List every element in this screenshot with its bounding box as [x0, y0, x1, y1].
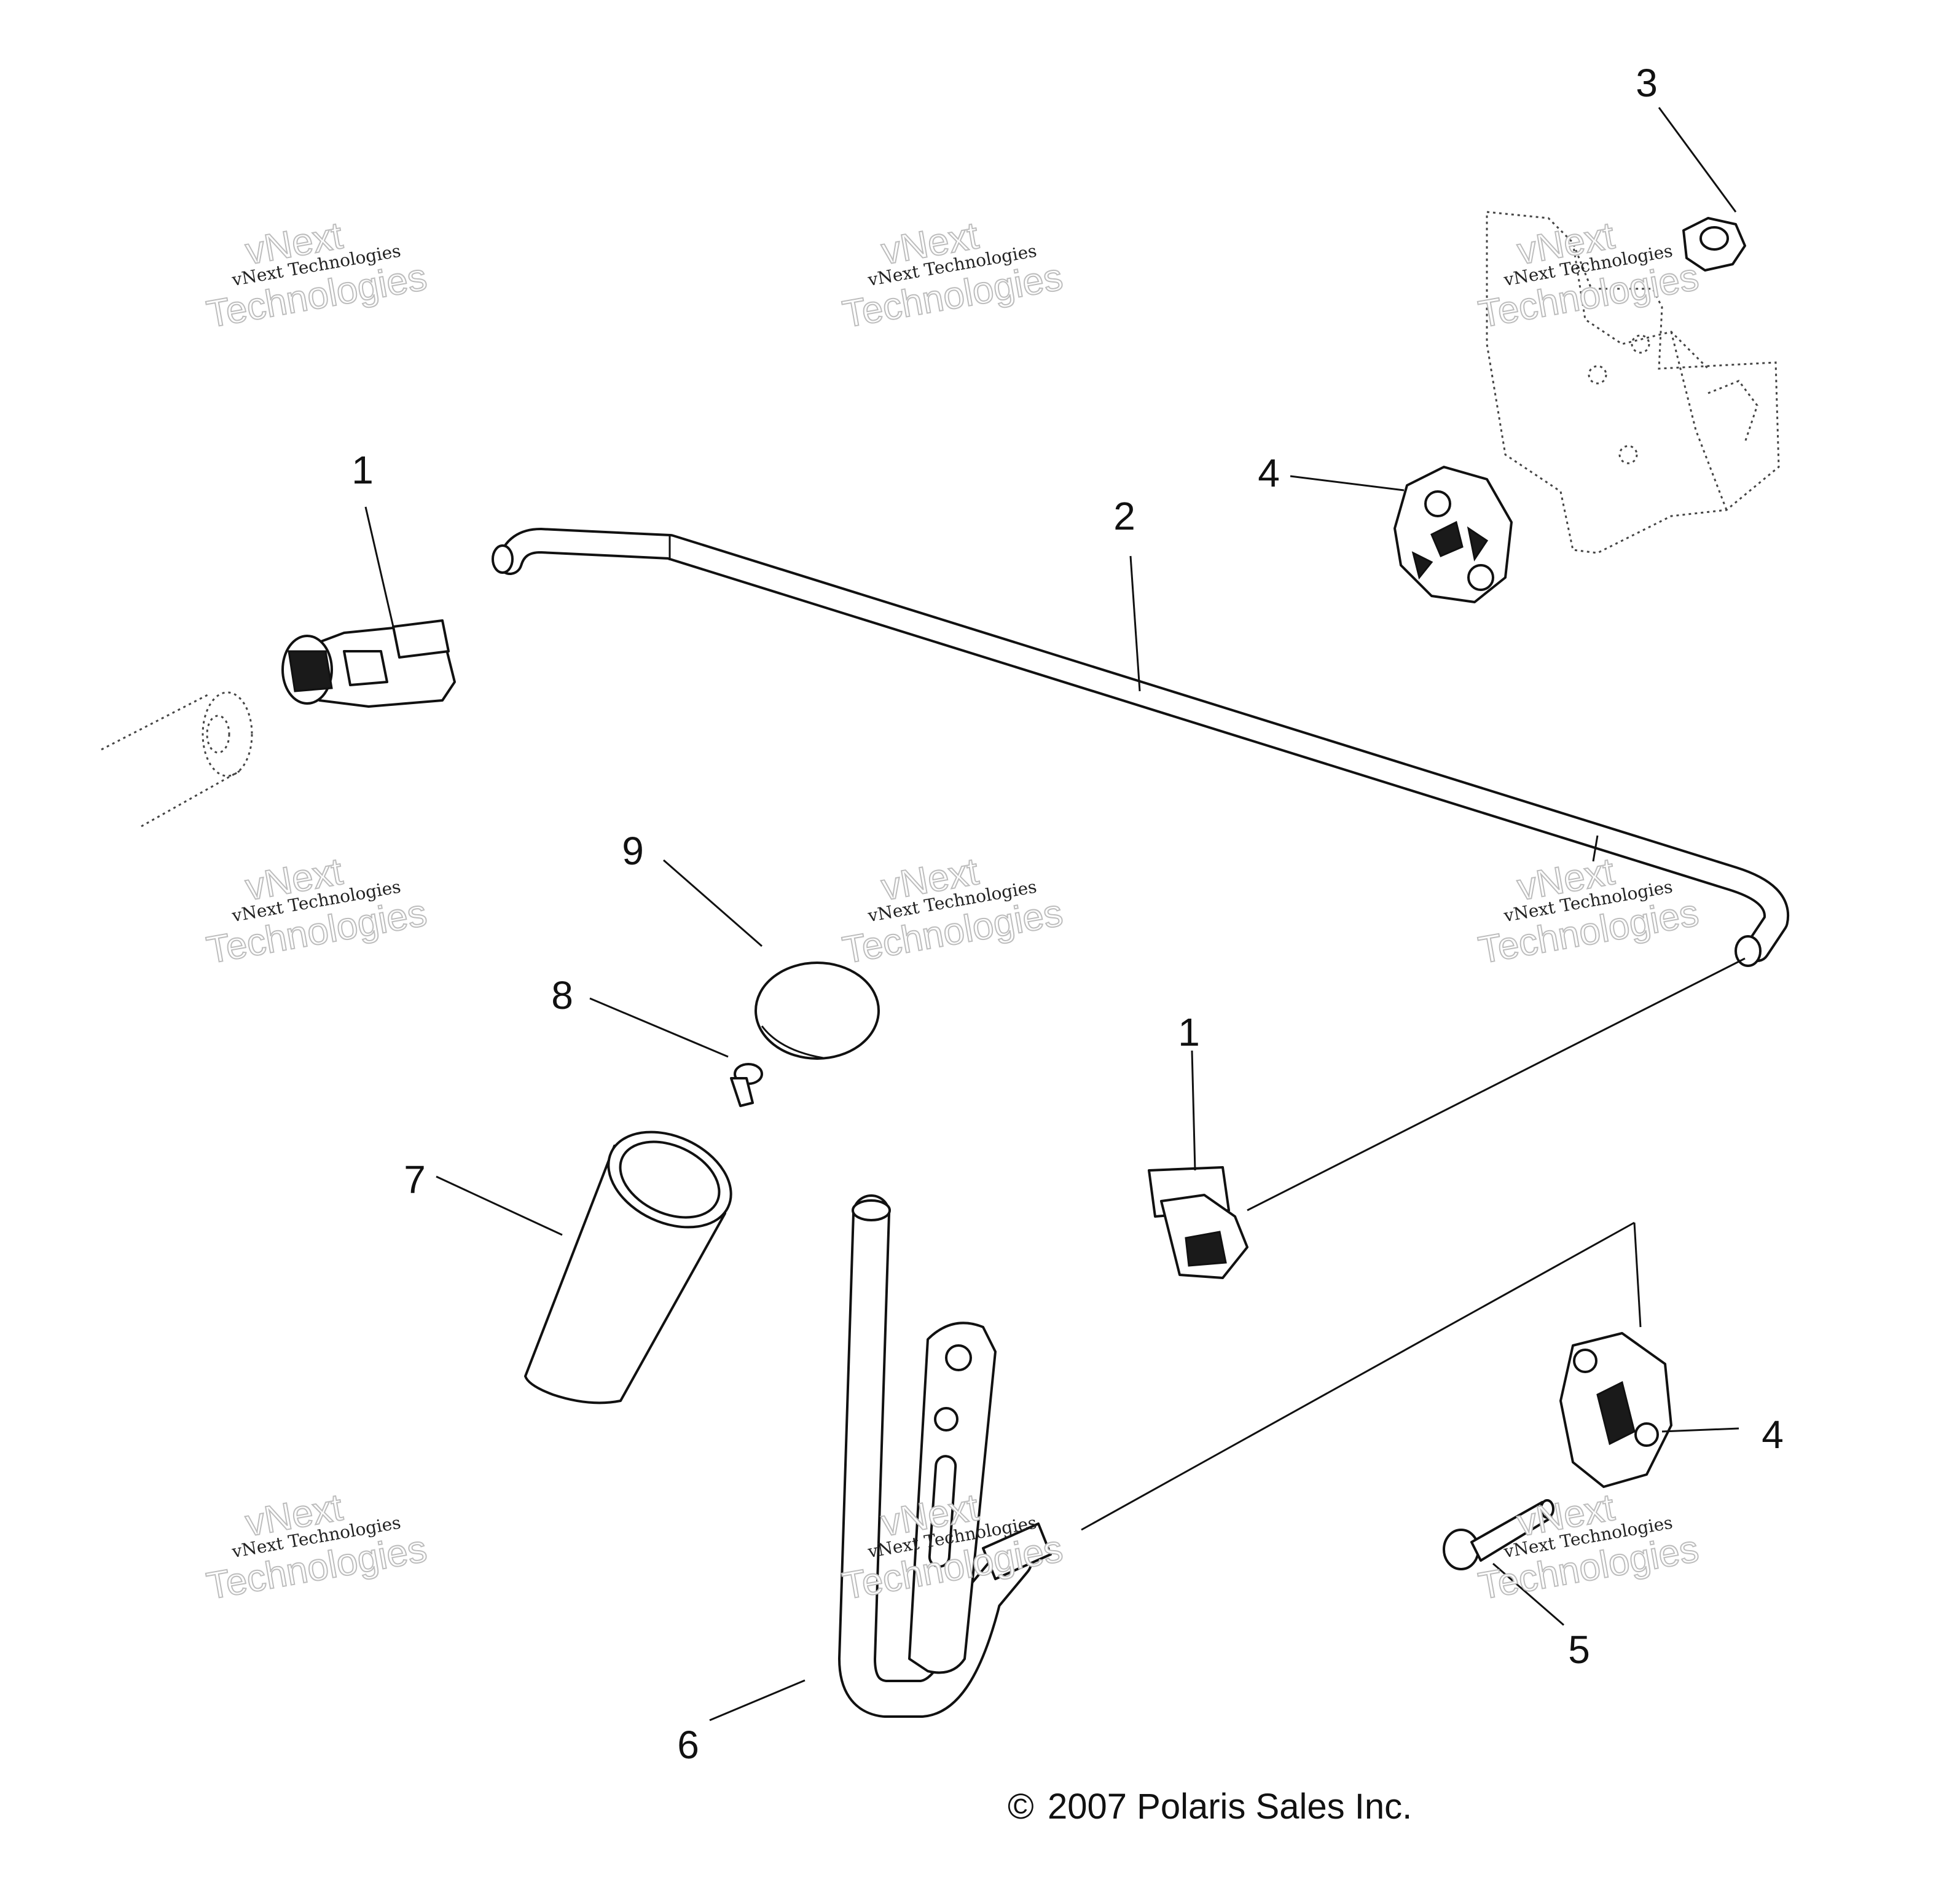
watermark-4: vNext vNext Technologies Technologies: [203, 850, 430, 973]
callout-6: 6: [677, 1723, 699, 1767]
callout-4-upper: 4: [1258, 451, 1280, 495]
callout-2: 2: [1113, 494, 1135, 538]
leader-4b-link: [1633, 1222, 1642, 1328]
leader-lines: [364, 107, 1746, 1722]
callout-3: 3: [1636, 61, 1658, 105]
callout-1-lower: 1: [1178, 1010, 1200, 1054]
leader-4a: [1290, 475, 1405, 492]
leader-7: [436, 1175, 563, 1236]
leader-5: [1492, 1562, 1564, 1626]
bushing-block-lower: [1559, 1332, 1672, 1488]
leader-lever-link: [1081, 1221, 1635, 1531]
watermark-1: vNext vNext Technologies Technologies: [203, 214, 430, 337]
leader-9: [663, 859, 762, 947]
callout-9: 9: [622, 829, 644, 873]
screw-small: [730, 1063, 763, 1107]
stabilizer-bar: [492, 528, 1790, 967]
callout-8: 8: [551, 973, 573, 1017]
copyright-text: 2007 Polaris Sales Inc.: [1048, 1787, 1412, 1827]
copyright-notice: © 2007 Polaris Sales Inc.: [1008, 1787, 1412, 1827]
watermark-3: vNext vNext Technologies Technologies: [1475, 214, 1702, 337]
leader-2: [1129, 555, 1141, 692]
bushing-link-lower: [1148, 1166, 1249, 1279]
callout-1-upper: 1: [351, 448, 374, 492]
copyright-symbol: ©: [1008, 1787, 1034, 1827]
watermark-7: vNext vNext Technologies Technologies: [203, 1486, 430, 1608]
grip-sleeve: [524, 1130, 732, 1404]
leader-3: [1658, 107, 1737, 213]
bushing-block-upper: [1394, 466, 1513, 603]
leader-6: [709, 1679, 806, 1722]
watermark-2: vNext vNext Technologies Technologies: [839, 214, 1066, 337]
leader-8: [589, 997, 729, 1058]
callout-4-lower: 4: [1762, 1412, 1784, 1457]
bolt: [1443, 1499, 1554, 1570]
leader-1b-link: [1247, 957, 1746, 1212]
frame-tube-ghost: [101, 691, 253, 828]
callout-7: 7: [404, 1157, 426, 1202]
callout-labels: 1 2 3 4 9 8 7 1 4 5 6: [351, 61, 1784, 1767]
leader-4b: [1661, 1427, 1739, 1433]
flange-nut: [1682, 217, 1746, 272]
leader-1b: [1191, 1050, 1196, 1171]
leader-1a: [364, 506, 394, 627]
bushing-link-upper: [281, 619, 456, 708]
shift-lever: [838, 1194, 1052, 1718]
plug-cap: [755, 962, 880, 1060]
callout-5: 5: [1568, 1628, 1590, 1672]
mounting-bracket-ghost: [1486, 211, 1780, 554]
watermark-5: vNext vNext Technologies Technologies: [839, 850, 1066, 973]
